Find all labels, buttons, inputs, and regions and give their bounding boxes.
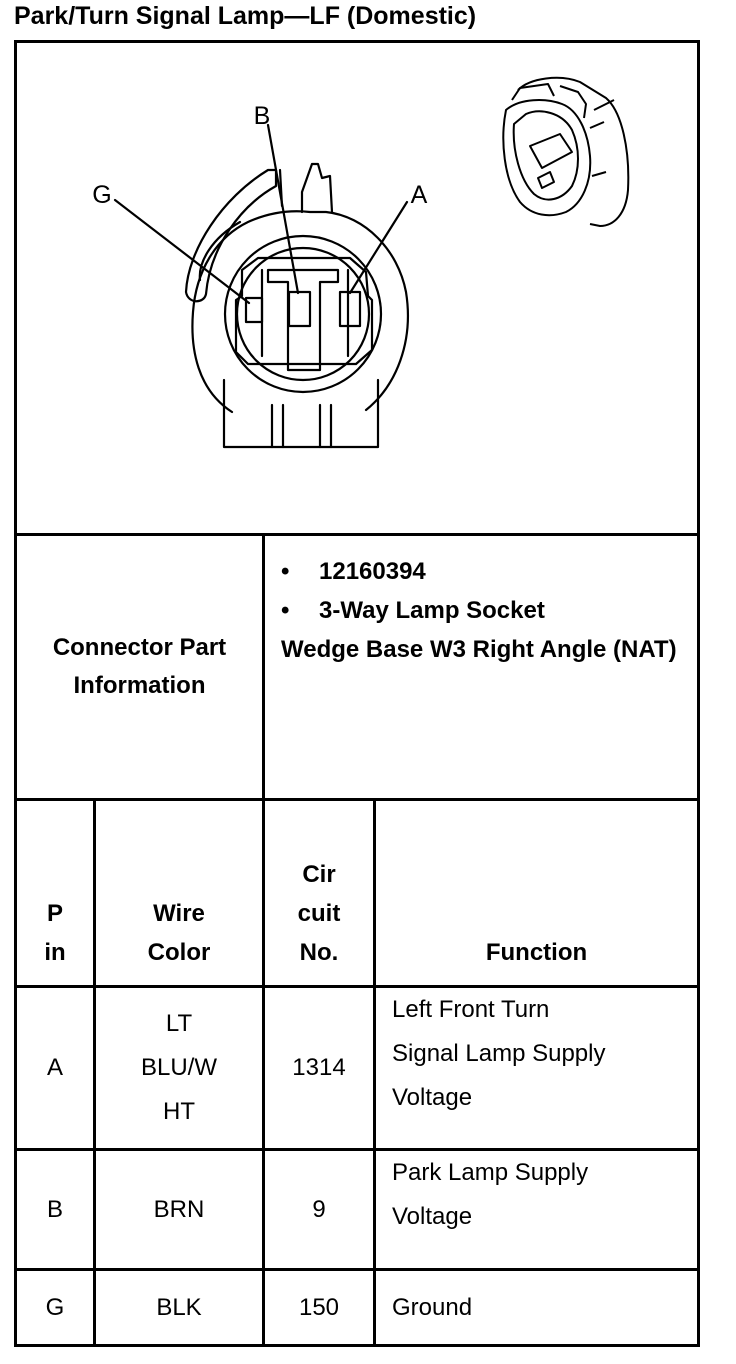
pin-label-a: A	[411, 181, 428, 209]
divider-row-a	[14, 1148, 700, 1151]
description-line: • 3-Way Lamp Socket	[281, 591, 691, 630]
connector-part-info-label: Connector Part Information	[52, 634, 227, 699]
column-divider-2	[262, 535, 265, 1347]
connector-diagram: B G A	[92, 76, 630, 449]
header-function: Function	[485, 939, 588, 966]
divider-row-b	[14, 1268, 700, 1271]
page-title: Park/Turn Signal Lamp—LF (Domestic)	[14, 2, 477, 30]
divider-header	[14, 985, 700, 988]
table-cell-wire-color: BRN	[153, 1195, 205, 1223]
part-number: 12160394	[319, 558, 426, 585]
bullet: •	[281, 558, 290, 585]
table-cell-pin: B	[46, 1195, 63, 1223]
bullet: •	[281, 597, 290, 624]
column-divider-3	[373, 800, 376, 1347]
table-cell-circuit: 150	[298, 1294, 340, 1321]
connector-part-info: • 12160394 • 3-Way Lamp Socket Wedge Base …	[281, 552, 691, 669]
table-cell-circuit: 9	[312, 1195, 326, 1223]
part-description: 3-Way Lamp Socket	[319, 597, 545, 624]
table-cell-wire-color: BLK	[156, 1294, 202, 1321]
column-divider-1	[93, 800, 96, 1347]
pin-label-g: G	[92, 181, 111, 209]
table-right-border	[697, 40, 700, 1347]
table-frame	[14, 40, 700, 1347]
table-cell-circuit: 1314	[292, 1054, 346, 1081]
divider-partinfo	[14, 798, 700, 801]
table-cell-pin: G	[45, 1294, 65, 1321]
part-description-continued: Wedge Base W3 Right Angle (NAT)	[281, 636, 677, 663]
table-cell-pin: A	[46, 1054, 63, 1081]
pin-label-b: B	[254, 102, 271, 130]
divider-diagram	[14, 533, 700, 536]
part-number-line: • 12160394	[281, 552, 691, 591]
table-cell-function: Ground	[392, 1294, 473, 1321]
